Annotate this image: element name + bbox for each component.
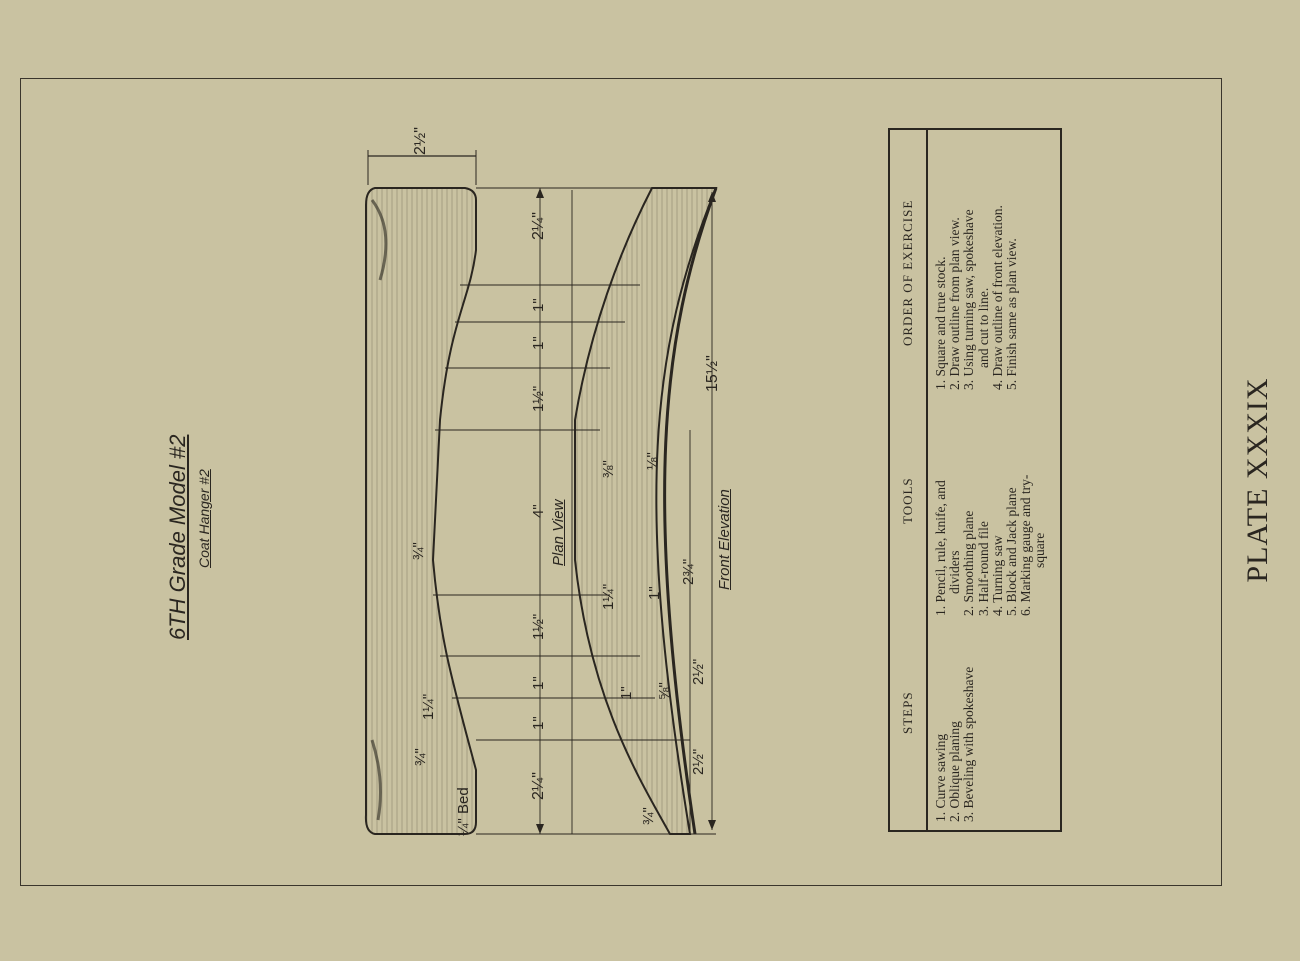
dim-end-width: ¾" <box>412 748 429 766</box>
plan-view-outline <box>364 187 477 835</box>
dim-end-left: 2¼" <box>530 772 547 800</box>
order-item: 2. Draw outline from plan view. <box>947 217 963 390</box>
dim-front-1-4: 1¼" <box>600 583 617 610</box>
order-item: 4. Draw outline of front elevation. <box>989 205 1005 390</box>
drawing-title: 6TH Grade Model #2 <box>165 434 190 640</box>
dim-front-3-8: ⅜" <box>600 460 617 478</box>
header-order: ORDER OF EXERCISE <box>900 199 915 346</box>
tool-item: 2. Smoothing plane <box>961 510 977 616</box>
dim-front-2-1-2a: 2½" <box>690 658 707 685</box>
tool-item: 1. Pencil, rule, knife, and <box>933 480 948 616</box>
front-elevation-outline <box>574 187 718 835</box>
dim-seg-1-half-b: 1½" <box>530 613 547 640</box>
tool-item: 5. Block and Jack plane <box>1003 487 1019 616</box>
plate-label: PLATE XXXIX <box>1241 377 1274 583</box>
dim-front-1b: 1" <box>618 686 635 700</box>
order-item: 3. Using turning saw, spokeshave <box>961 209 977 390</box>
dim-front-2-3-4: 2¾" <box>680 558 697 585</box>
dim-front-3-4: ¾" <box>640 807 657 825</box>
step-item: 3. Beveling with spokeshave <box>961 666 977 822</box>
order-list: 1. Square and true stock. 2. Draw outlin… <box>933 205 1019 390</box>
step-item: 2. Oblique planing <box>947 721 963 822</box>
plate-border <box>20 78 1222 886</box>
tool-item: 6. Marking gauge and try- <box>1018 474 1034 616</box>
dim-center: 4" <box>530 504 547 518</box>
dim-end-right: 2¼" <box>530 212 547 240</box>
order-item: and cut to line. <box>975 287 991 368</box>
tool-item: 3. Half-round file <box>975 521 991 616</box>
tool-item: dividers <box>947 550 963 595</box>
tool-item: square <box>1032 532 1048 568</box>
dim-seg-1d: 1" <box>530 716 547 730</box>
tools-list: 1. Pencil, rule, knife, and dividers 2. … <box>933 474 1048 616</box>
dim-plan-bevel: ¼" Bed <box>455 787 472 836</box>
step-item: 1. Curve sawing <box>933 733 948 822</box>
exercise-table <box>888 128 1062 832</box>
tool-item: 4. Turning saw <box>989 535 1005 616</box>
header-steps: STEPS <box>900 691 915 734</box>
dim-center-width: ¾" <box>410 542 427 560</box>
steps-list: 1. Curve sawing 2. Oblique planing 3. Be… <box>933 666 977 822</box>
dim-front-1-8: ⅛" <box>644 452 661 470</box>
drawing-subtitle: Coat Hanger #2 <box>196 469 212 568</box>
dim-inner-width: 1¼" <box>420 693 437 720</box>
dim-plan-width: 2½" <box>412 127 429 155</box>
order-item: 5. Finish same as plan view. <box>1003 238 1019 390</box>
dim-front-5-8: ⅝" <box>656 682 673 700</box>
dim-front-1: 1" <box>646 586 663 600</box>
front-elevation-label: Front Elevation <box>716 489 733 590</box>
dim-seg-1b: 1" <box>530 336 547 350</box>
dim-front-2-1-2b: 2½" <box>690 748 707 775</box>
plan-view-label: Plan View <box>550 499 567 566</box>
header-tools: TOOLS <box>900 477 915 524</box>
order-item: 1. Square and true stock. <box>933 256 948 390</box>
dim-seg-1a: 1" <box>530 298 547 312</box>
dim-seg-1-half-a: 1½" <box>530 385 547 412</box>
dim-seg-1c: 1" <box>530 676 547 690</box>
dim-total-length: 15½" <box>704 355 721 392</box>
